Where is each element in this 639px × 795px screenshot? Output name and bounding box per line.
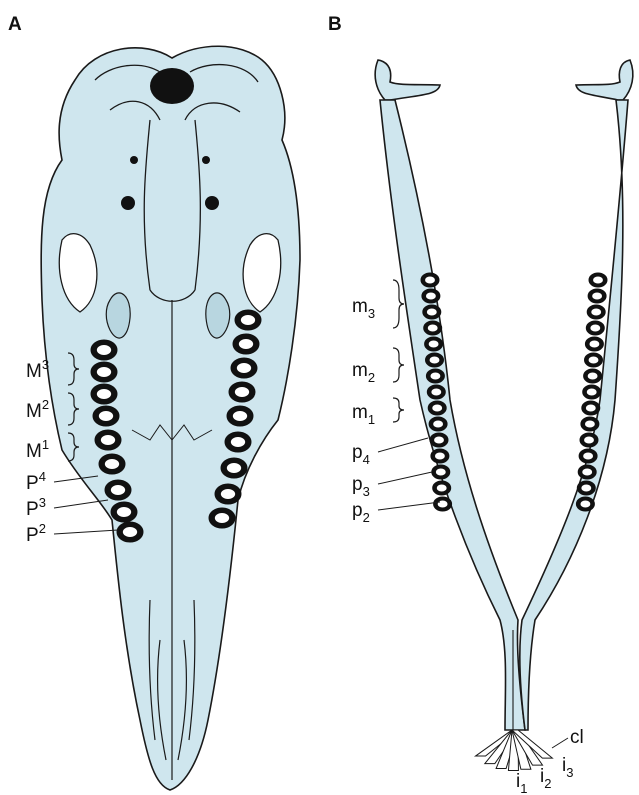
lower-right-tooth-crown [585,421,595,428]
brace-lower-m2 [393,348,404,382]
leader-lower-p2 [378,502,440,510]
upper-left-tooth-crown [99,411,113,421]
lower-right-tooth-crown [590,325,600,332]
left-foramen-small [130,156,138,164]
foramen-magnum [150,68,194,104]
label-lower-p4: p4 [352,442,370,467]
lower-right-tooth-crown [591,309,601,316]
upper-right-tooth-crown [221,489,235,499]
upper-right-tooth-crown [241,315,255,325]
lower-right-tooth-crown [582,469,592,476]
label-upper-m3: M3 [26,357,49,382]
upper-left-tooth-crown [97,389,111,399]
upper-right-tooth-crown [239,339,253,349]
upper-left-tooth-crown [97,367,111,377]
leader-canine [552,738,568,748]
lower-left-tooth-crown [427,309,437,316]
lower-left-tooth-crown [429,341,439,348]
lower-incisor-fan [476,730,553,770]
lower-right-tooth-crown [584,437,594,444]
lower-left-tooth-crown [436,469,446,476]
panel-label-a: A [8,14,22,35]
label-canine: cl [570,727,584,748]
label-upper-m1: M1 [26,437,49,462]
left-foramen [121,196,135,210]
skull-drawing [41,46,300,790]
label-upper-p2: P2 [26,521,46,546]
lower-right-tooth-crown [581,485,591,492]
left-ramus [375,60,440,100]
upper-left-tooth-crown [97,345,111,355]
lower-right-tooth-crown [589,341,599,348]
lower-left-tooth-crown [437,485,447,492]
label-i1: i1 [516,771,527,795]
right-mandible-body [520,100,628,730]
lower-left-tooth-crown [438,501,448,508]
mandible-drawing [375,60,633,770]
lower-left-tooth-crown [432,405,442,412]
label-lower-m3: m3 [352,296,375,321]
lower-left-tooth-crown [435,453,445,460]
label-i3: i3 [562,755,573,780]
lower-right-tooth-crown [592,293,602,300]
upper-left-tooth-crown [101,435,115,445]
upper-right-tooth-crown [231,437,245,447]
label-upper-m2: M2 [26,397,49,422]
panel-label-b: B [328,14,342,35]
left-mandible-body [380,100,525,730]
right-foramen [205,196,219,210]
upper-left-tooth-crown [105,459,119,469]
label-lower-p3: p3 [352,474,370,499]
upper-left-tooth-crown [123,527,137,537]
label-upper-p4: P4 [26,469,46,494]
upper-right-tooth-crown [235,387,249,397]
label-upper-p3: P3 [26,495,46,520]
upper-left-tooth-crown [117,507,131,517]
upper-right-tooth-crown [237,363,251,373]
lower-right-tooth-crown [587,389,597,396]
lower-left-tooth-crown [434,437,444,444]
lower-right-tooth-crown [593,277,603,284]
upper-left-tooth-crown [111,485,125,495]
lower-left-tooth-crown [433,421,443,428]
lower-left-tooth-crown [428,325,438,332]
lower-left-tooth-crown [425,277,435,284]
brace-lower-m3 [393,280,404,328]
label-lower-m1: m1 [352,402,375,427]
lower-right-tooth-crown [586,405,596,412]
label-i2: i2 [540,766,551,791]
upper-right-tooth-crown [233,411,247,421]
right-ramus [576,60,633,100]
lower-right-tooth-crown [583,453,593,460]
lower-right-tooth-crown [580,501,590,508]
leader-upper-p2 [54,530,118,534]
lower-left-tooth-crown [426,293,436,300]
leader-upper-p3 [54,500,108,508]
lower-right-tooth-crown [588,373,598,380]
skull-outline [41,46,300,790]
upper-right-tooth-crown [227,463,241,473]
leader-lower-p4 [378,438,428,452]
lower-right-tooth-crown [589,357,599,364]
lower-left-tooth-crown [431,389,441,396]
right-foramen-small [202,156,210,164]
label-lower-p2: p2 [352,500,370,525]
label-lower-m2: m2 [352,360,375,385]
upper-right-tooth-crown [215,513,229,523]
brace-lower-m1 [393,398,404,422]
lower-left-tooth-crown [430,357,440,364]
lower-left-tooth-crown [430,373,440,380]
leader-lower-p3 [378,472,432,484]
